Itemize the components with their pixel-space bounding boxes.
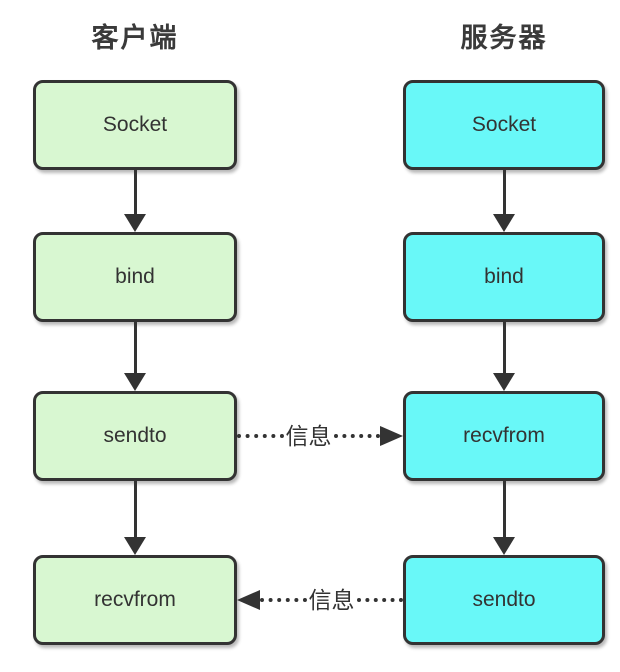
- dotted-line: [356, 598, 403, 602]
- message-arrow-server-to-client: 信息: [237, 584, 403, 616]
- box-label: Socket: [471, 113, 537, 136]
- arrow-server-socket-to-bind: [493, 170, 515, 232]
- arrow-line: [502, 481, 506, 537]
- server-recvfrom-box: recvfrom: [403, 391, 605, 481]
- arrow-down-icon: [493, 214, 515, 232]
- message-label: 信息: [285, 422, 332, 449]
- arrow-line: [133, 322, 137, 373]
- arrow-down-icon: [124, 214, 146, 232]
- arrow-server-bind-to-recvfrom: [493, 322, 515, 391]
- message-arrow-client-to-server: 信息: [237, 420, 403, 452]
- arrow-left-icon: [237, 590, 260, 610]
- box-label: bind: [484, 265, 524, 288]
- client-bind-box: bind: [33, 232, 237, 322]
- client-sendto-box: sendto: [33, 391, 237, 481]
- arrow-client-bind-to-sendto: [124, 322, 146, 391]
- arrow-line: [502, 170, 506, 214]
- dotted-line: [237, 434, 284, 438]
- arrow-client-socket-to-bind: [124, 170, 146, 232]
- server-column-title: 服务器: [460, 23, 548, 53]
- dotted-line: [333, 434, 380, 438]
- server-sendto-box: sendto: [403, 555, 605, 645]
- box-label: Socket: [102, 113, 168, 136]
- arrow-line: [133, 481, 137, 537]
- message-label: 信息: [308, 586, 355, 613]
- server-socket-box: Socket: [403, 80, 605, 170]
- server-bind-box: bind: [403, 232, 605, 322]
- arrow-down-icon: [124, 373, 146, 391]
- box-label: recvfrom: [94, 588, 176, 611]
- arrow-client-sendto-to-recvfrom: [124, 481, 146, 555]
- box-label: sendto: [103, 424, 167, 447]
- box-label: bind: [115, 265, 155, 288]
- arrow-down-icon: [493, 373, 515, 391]
- arrow-server-recvfrom-to-sendto: [493, 481, 515, 555]
- box-label: sendto: [472, 588, 536, 611]
- arrow-down-icon: [124, 537, 146, 555]
- arrow-down-icon: [493, 537, 515, 555]
- arrow-line: [133, 170, 137, 214]
- box-label: recvfrom: [463, 424, 545, 447]
- arrow-line: [502, 322, 506, 373]
- dotted-line: [260, 598, 307, 602]
- client-socket-box: Socket: [33, 80, 237, 170]
- arrow-right-icon: [380, 426, 403, 446]
- client-column-title: 客户端: [91, 23, 179, 53]
- client-recvfrom-box: recvfrom: [33, 555, 237, 645]
